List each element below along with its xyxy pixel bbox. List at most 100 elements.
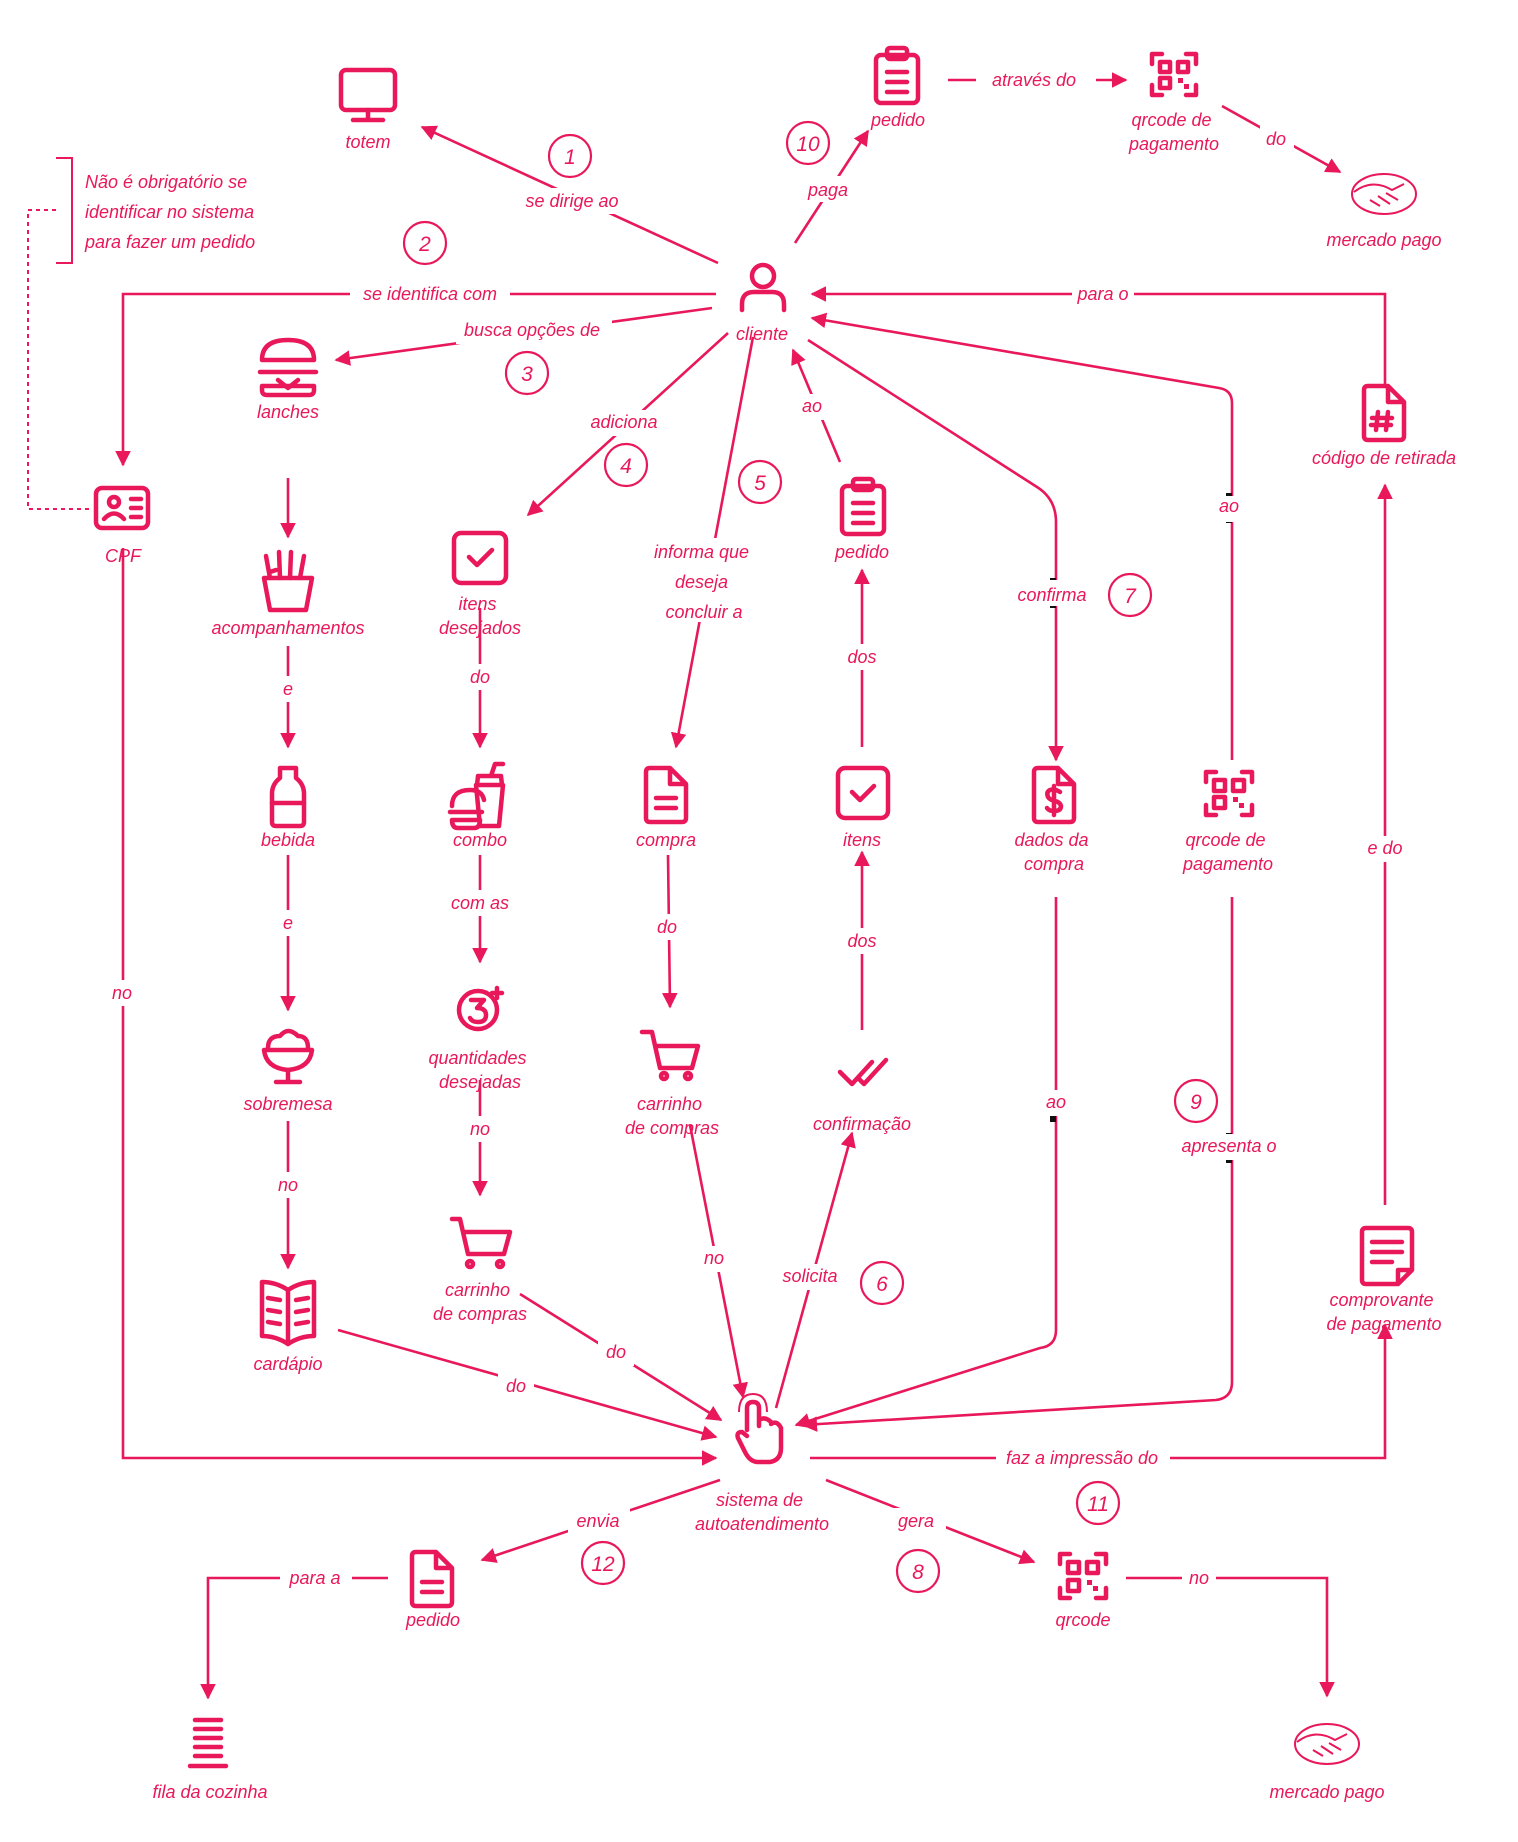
pedido-top-label: pedido <box>870 110 925 130</box>
fries-icon <box>261 549 315 613</box>
qr-code-icon <box>1203 769 1255 818</box>
step-9: 9 <box>1190 1091 1202 1114</box>
bebida-label: bebida <box>261 830 315 850</box>
carrinho-mid-label: carrinho de compras <box>625 1094 719 1138</box>
document-icon <box>409 1549 455 1609</box>
user-icon <box>739 262 787 313</box>
edge-label: ao <box>802 396 822 416</box>
dollar-document-icon <box>1031 765 1077 825</box>
codigo-retirada-label: código de retirada <box>1312 448 1456 468</box>
handshake-icon <box>1351 173 1417 215</box>
fila-cozinha-label: fila da cozinha <box>152 1782 267 1802</box>
edge-label: no <box>1189 1568 1209 1588</box>
edge-label: no <box>112 983 132 1003</box>
step-3: 3 <box>521 363 533 386</box>
edge-label: no <box>470 1119 490 1139</box>
step-4: 4 <box>620 455 632 478</box>
monitor-icon <box>338 67 398 123</box>
cart-icon <box>449 1216 513 1270</box>
qrcode-top-label: qrcode de pagamento <box>1128 110 1219 154</box>
cardapio-label: cardápio <box>253 1354 322 1374</box>
step-10: 10 <box>796 133 820 156</box>
comprovante-label: comprovante de pagamento <box>1326 1290 1441 1334</box>
edge-label: envia <box>576 1511 619 1531</box>
quantidades-desejadas-label: quantidades desejadas <box>428 1048 531 1092</box>
edge-label: apresenta o <box>1181 1136 1276 1156</box>
edge-label: e <box>283 913 293 933</box>
edge-label: se dirige ao <box>525 191 618 211</box>
combo-meal-icon <box>447 761 506 831</box>
edge-label: ao <box>1219 496 1239 516</box>
double-check-icon <box>837 1057 889 1087</box>
edge-label: dos <box>847 931 876 951</box>
cliente-label: cliente <box>736 324 788 344</box>
queue-icon <box>187 1717 229 1769</box>
touch-hand-icon <box>735 1392 784 1465</box>
step-12: 12 <box>591 1553 615 1576</box>
edge-label: informa que deseja concluir a <box>654 542 754 622</box>
edge-label: para o <box>1076 284 1128 304</box>
combo-label: combo <box>453 830 507 850</box>
mercado-pago-bottom-label: mercado pago <box>1269 1782 1384 1802</box>
receipt-icon <box>1359 1225 1415 1287</box>
acompanhamentos-label: acompanhamentos <box>211 618 364 638</box>
hash-document-icon <box>1361 383 1407 443</box>
edge-label: gera <box>898 1511 934 1531</box>
qr-code-icon <box>1057 1551 1109 1601</box>
edge-label: no <box>278 1175 298 1195</box>
edge-label: do <box>470 667 490 687</box>
step-5: 5 <box>754 472 766 495</box>
carrinho-left-label: carrinho de compras <box>433 1280 527 1324</box>
qr-code-icon <box>1149 51 1199 98</box>
edge-label: se identifica com <box>363 284 497 304</box>
edge-label: do <box>657 917 677 937</box>
edge-label: e do <box>1367 838 1402 858</box>
pedido-bottom-label: pedido <box>405 1610 460 1630</box>
menu-book-icon <box>259 1279 317 1347</box>
step-6: 6 <box>876 1273 888 1296</box>
edge-label: solicita <box>782 1266 837 1286</box>
edge-label: para a <box>288 1568 340 1588</box>
qrcode-bottom-label: qrcode <box>1055 1610 1110 1630</box>
id-card-icon <box>93 485 151 531</box>
step-1: 1 <box>564 146 576 169</box>
step-7: 7 <box>1124 585 1137 608</box>
itens-desejados-label: itens desejados <box>439 594 521 638</box>
edge-label: faz a impressão do <box>1006 1448 1158 1468</box>
clipboard-icon <box>873 45 921 106</box>
note-text: Não é obrigatório se identificar no sist… <box>84 172 259 252</box>
pedido-mid-label: pedido <box>834 542 889 562</box>
edge-label: busca opções de <box>464 320 600 340</box>
lanches-label: lanches <box>257 402 319 422</box>
qrcode-mid-label: qrcode de pagamento <box>1182 830 1273 874</box>
cart-icon <box>639 1029 701 1082</box>
handshake-icon <box>1294 1723 1360 1765</box>
step-2: 2 <box>418 233 431 256</box>
burger-icon <box>257 337 319 398</box>
edge-label: adiciona <box>590 412 657 432</box>
document-icon <box>643 765 689 825</box>
connector-lines <box>27 72 1393 1700</box>
ice-cream-icon <box>261 1028 315 1085</box>
cpf-label: CPF <box>105 546 142 566</box>
edge-label: paga <box>807 180 848 200</box>
sobremesa-label: sobremesa <box>243 1094 332 1114</box>
edge-label: através do <box>992 70 1076 90</box>
totem-label: totem <box>345 132 390 152</box>
bottle-icon <box>269 765 307 829</box>
step-11: 11 <box>1087 1493 1109 1516</box>
dados-compra-label: dados da compra <box>1014 830 1093 874</box>
edge-label: confirma <box>1017 585 1086 605</box>
confirmacao-label: confirmação <box>813 1114 911 1134</box>
edge-label: e <box>283 679 293 699</box>
edge-label: do <box>506 1376 526 1396</box>
step-8: 8 <box>912 1561 924 1584</box>
quantity-icon <box>456 985 505 1032</box>
clipboard-icon <box>839 476 887 537</box>
step-numbers: 1 2 3 4 5 6 7 8 9 10 11 12 <box>402 120 1219 1594</box>
compra-label: compra <box>636 830 696 850</box>
sistema-label: sistema de autoatendimento <box>695 1490 829 1534</box>
edge-label: do <box>606 1342 626 1362</box>
itens-label: itens <box>843 830 881 850</box>
